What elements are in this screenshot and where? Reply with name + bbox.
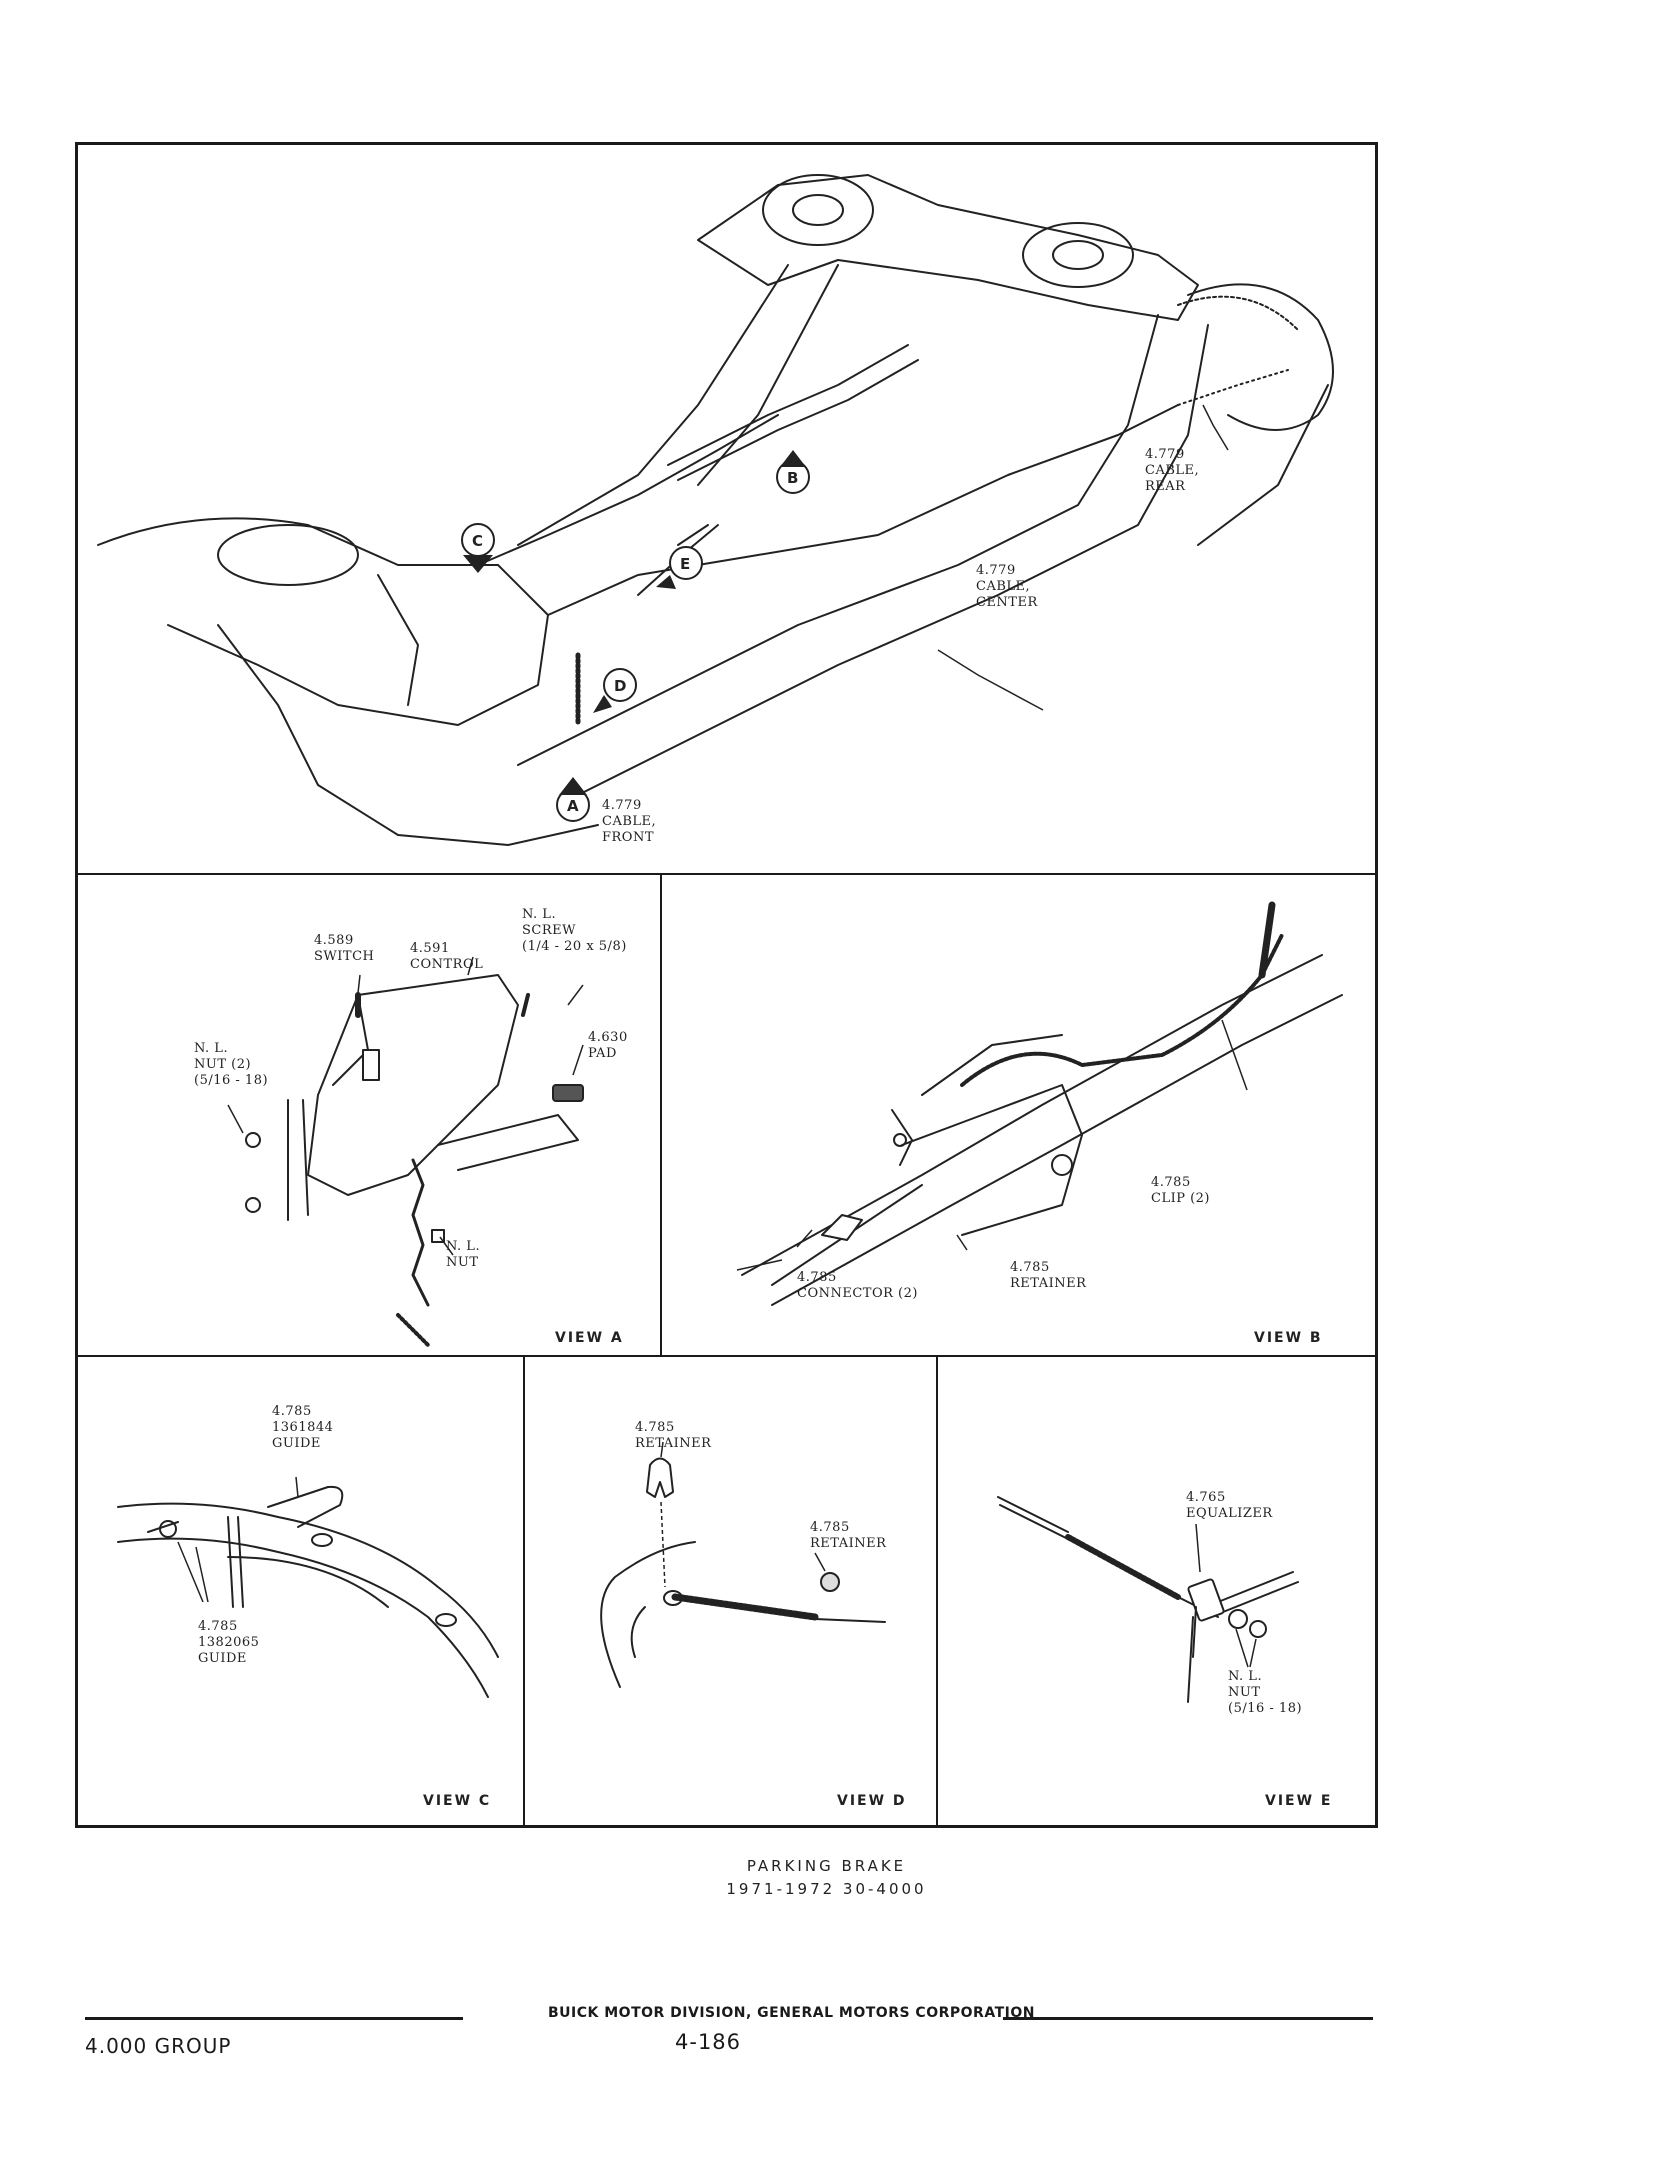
- view-e-tag: VIEW E: [1265, 1793, 1333, 1809]
- view-c-panel: 4.785 1361844 GUIDE 4.785 1382065 GUIDE …: [78, 1357, 523, 1825]
- footer-page-number: 4-186: [675, 2030, 742, 2054]
- figure-caption-models: 1971-1972 30-4000: [726, 1880, 927, 1898]
- callout-equalizer: 4.765 EQUALIZER: [1186, 1490, 1273, 1521]
- divider-ab: [660, 875, 662, 1355]
- callout-nut-bottom: N. L. NUT: [446, 1239, 481, 1270]
- callout-retainer-top: 4.785 RETAINER: [635, 1420, 712, 1451]
- callout-nut-left: N. L. NUT (2) (5/16 - 18): [194, 1041, 269, 1088]
- footer-rule-left: [85, 2017, 463, 2020]
- main-chassis-view: B C E D A 4.779 CABLE,: [78, 145, 1375, 875]
- callout-retainer: 4.785 RETAINER: [1010, 1260, 1087, 1291]
- footer-group: 4.000 GROUP: [85, 2034, 232, 2058]
- view-b-illustration: [736, 901, 1343, 1306]
- callout-guide-top: 4.785 1361844 GUIDE: [272, 1404, 334, 1451]
- view-b-tag: VIEW B: [1254, 1330, 1323, 1346]
- divider-main: [78, 873, 1375, 875]
- svg-text:D: D: [614, 677, 626, 695]
- view-marker-d: D: [593, 668, 637, 713]
- view-marker-e: E: [656, 546, 703, 589]
- figure-caption-title: PARKING BRAKE: [746, 1857, 907, 1875]
- figure-frame: [75, 142, 1378, 1828]
- callout-switch: 4.589 SWITCH: [314, 933, 375, 964]
- callout-cable-front: 4.779 CABLE, FRONT: [602, 798, 657, 845]
- view-d-illustration: [600, 1441, 886, 1688]
- view-a-panel: 4.589 SWITCH 4.591 CONTROL N. L. SCREW (…: [78, 875, 660, 1355]
- view-marker-c: C: [461, 523, 495, 573]
- view-c-illustration: [117, 1476, 499, 1698]
- chassis-illustration: B C E D A: [97, 174, 1334, 875]
- callout-cable-center: 4.779 CABLE, CENTER: [976, 563, 1038, 610]
- view-d-tag: VIEW D: [837, 1793, 907, 1809]
- footer-rule-right: [1003, 2017, 1373, 2020]
- view-e-panel: 4.765 EQUALIZER N. L. NUT (5/16 - 18) VI…: [938, 1357, 1375, 1825]
- view-a-illustration: [227, 956, 584, 1347]
- callout-retainer-right: 4.785 RETAINER: [810, 1520, 887, 1551]
- view-d-panel: 4.785 RETAINER 4.785 RETAINER VIEW D: [525, 1357, 936, 1825]
- callout-clip: 4.785 CLIP (2): [1151, 1175, 1211, 1206]
- callout-guide-bottom: 4.785 1382065 GUIDE: [198, 1619, 260, 1666]
- view-c-tag: VIEW C: [423, 1793, 492, 1809]
- footer-publisher: BUICK MOTOR DIVISION, GENERAL MOTORS COR…: [548, 2005, 1035, 2021]
- svg-text:E: E: [680, 555, 690, 573]
- callout-nut-e: N. L. NUT (5/16 - 18): [1228, 1669, 1303, 1716]
- view-a-tag: VIEW A: [555, 1330, 624, 1346]
- svg-text:A: A: [567, 797, 579, 815]
- marker-group: B C E D A: [461, 450, 810, 822]
- view-b-panel: 4.785 CLIP (2) 4.785 RETAINER 4.785 CONN…: [662, 875, 1375, 1355]
- divider-middle: [78, 1355, 1375, 1357]
- divider-de: [936, 1357, 938, 1825]
- view-marker-b: B: [776, 450, 810, 494]
- callout-cable-rear: 4.779 CABLE, REAR: [1145, 447, 1200, 494]
- svg-text:C: C: [472, 532, 483, 550]
- callout-control: 4.591 CONTROL: [410, 941, 484, 972]
- view-marker-a: A: [556, 777, 590, 822]
- callout-screw: N. L. SCREW (1/4 - 20 x 5/8): [522, 907, 627, 954]
- callout-pad: 4.630 PAD: [588, 1030, 628, 1061]
- svg-text:B: B: [787, 469, 798, 487]
- divider-cd: [523, 1357, 525, 1825]
- view-e-illustration: [997, 1496, 1299, 1703]
- callout-connector: 4.785 CONNECTOR (2): [797, 1270, 918, 1301]
